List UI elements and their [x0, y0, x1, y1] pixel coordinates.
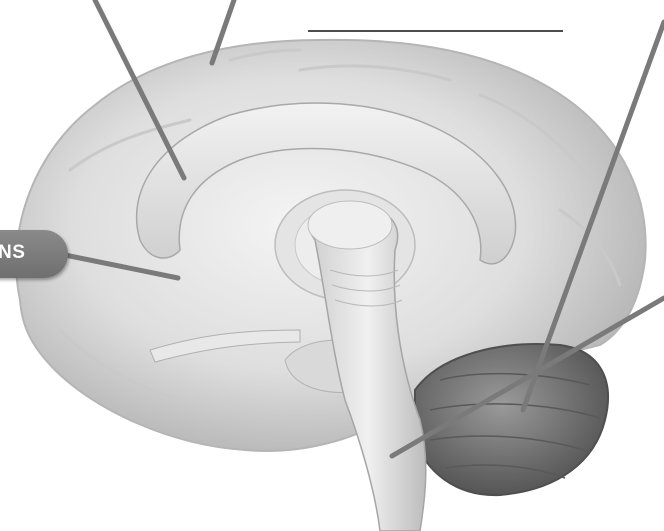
pons-label: NS: [0, 230, 68, 278]
pons-label-text: NS: [0, 242, 25, 264]
midbrain-cap: [308, 201, 392, 249]
cerebellum: [415, 344, 608, 495]
